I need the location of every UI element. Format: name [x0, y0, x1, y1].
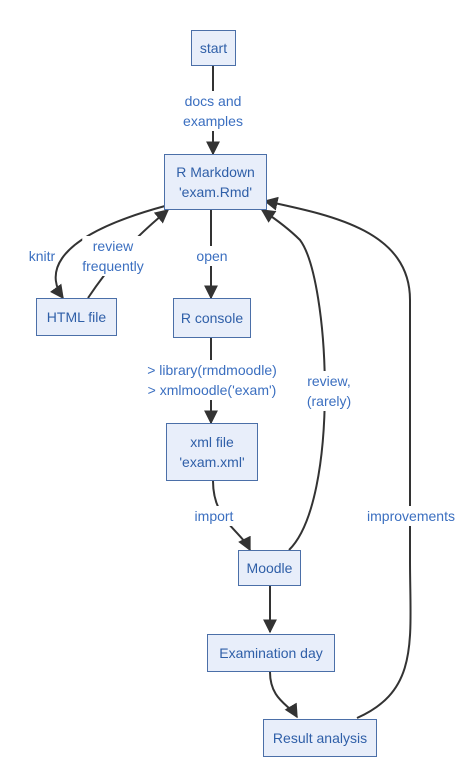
- edge-label-open: open: [196, 246, 228, 266]
- edge-label-review-freq-line-1: review: [92, 238, 134, 254]
- node-r-markdown-line-2: 'exam.Rmd': [178, 184, 253, 200]
- edge-label-knitr: knitr: [28, 246, 56, 266]
- edge-result-to-rmarkdown-improvements: [263, 196, 412, 719]
- node-html-file: HTML file: [36, 298, 117, 336]
- edge-label-open-text: open: [196, 248, 228, 264]
- node-result-analysis: Result analysis: [263, 719, 377, 757]
- edge-label-improvements-text: improvements: [367, 508, 455, 524]
- edge-label-library-line-1: > library(rmdmoodle): [147, 362, 277, 378]
- edge-label-knitr-text: knitr: [28, 248, 56, 264]
- edge-label-review-frequently: review frequently: [82, 236, 144, 276]
- edge-rmarkdown-to-html-knitr: [49, 205, 166, 300]
- node-xml-file-line-1: xml file: [190, 434, 234, 450]
- edge-label-import-text: import: [194, 508, 234, 524]
- edge-label-docs-line-2: examples: [183, 113, 243, 129]
- node-moodle: Moodle: [238, 550, 301, 586]
- edge-label-review-freq-line-2: frequently: [82, 258, 144, 274]
- node-examination-day: Examination day: [207, 634, 335, 672]
- node-r-markdown: R Markdown 'exam.Rmd': [164, 154, 267, 210]
- edge-label-docs-examples: docs and examples: [183, 91, 243, 131]
- node-result-analysis-label: Result analysis: [272, 730, 368, 746]
- edge-label-review-rarely-line-1: review,: [307, 373, 351, 389]
- edge-label-library-xmlmoodle: > library(rmdmoodle) > xmlmoodle('exam'): [147, 360, 277, 400]
- node-r-console-label: R console: [180, 310, 244, 326]
- node-xml-file: xml file 'exam.xml': [166, 423, 258, 481]
- edge-label-improvements: improvements: [367, 506, 455, 526]
- node-r-console: R console: [173, 298, 251, 338]
- node-start-label: start: [199, 40, 228, 56]
- node-start: start: [191, 30, 236, 66]
- edge-label-review-rarely: review, (rarely): [306, 371, 352, 411]
- edge-label-review-rarely-line-2: (rarely): [306, 393, 352, 409]
- edge-moodle-to-rmarkdown-review: [260, 209, 326, 551]
- node-html-file-label: HTML file: [46, 309, 107, 325]
- edge-label-docs-line-1: docs and: [184, 93, 242, 109]
- node-examination-day-label: Examination day: [219, 645, 323, 661]
- edge-examination-to-result: [269, 671, 298, 719]
- edge-label-library-line-2: > xmlmoodle('exam'): [147, 382, 277, 398]
- node-moodle-label: Moodle: [246, 560, 293, 576]
- node-r-markdown-line-1: R Markdown: [176, 164, 255, 180]
- edge-label-import: import: [194, 506, 234, 526]
- node-xml-file-line-2: 'exam.xml': [179, 454, 245, 470]
